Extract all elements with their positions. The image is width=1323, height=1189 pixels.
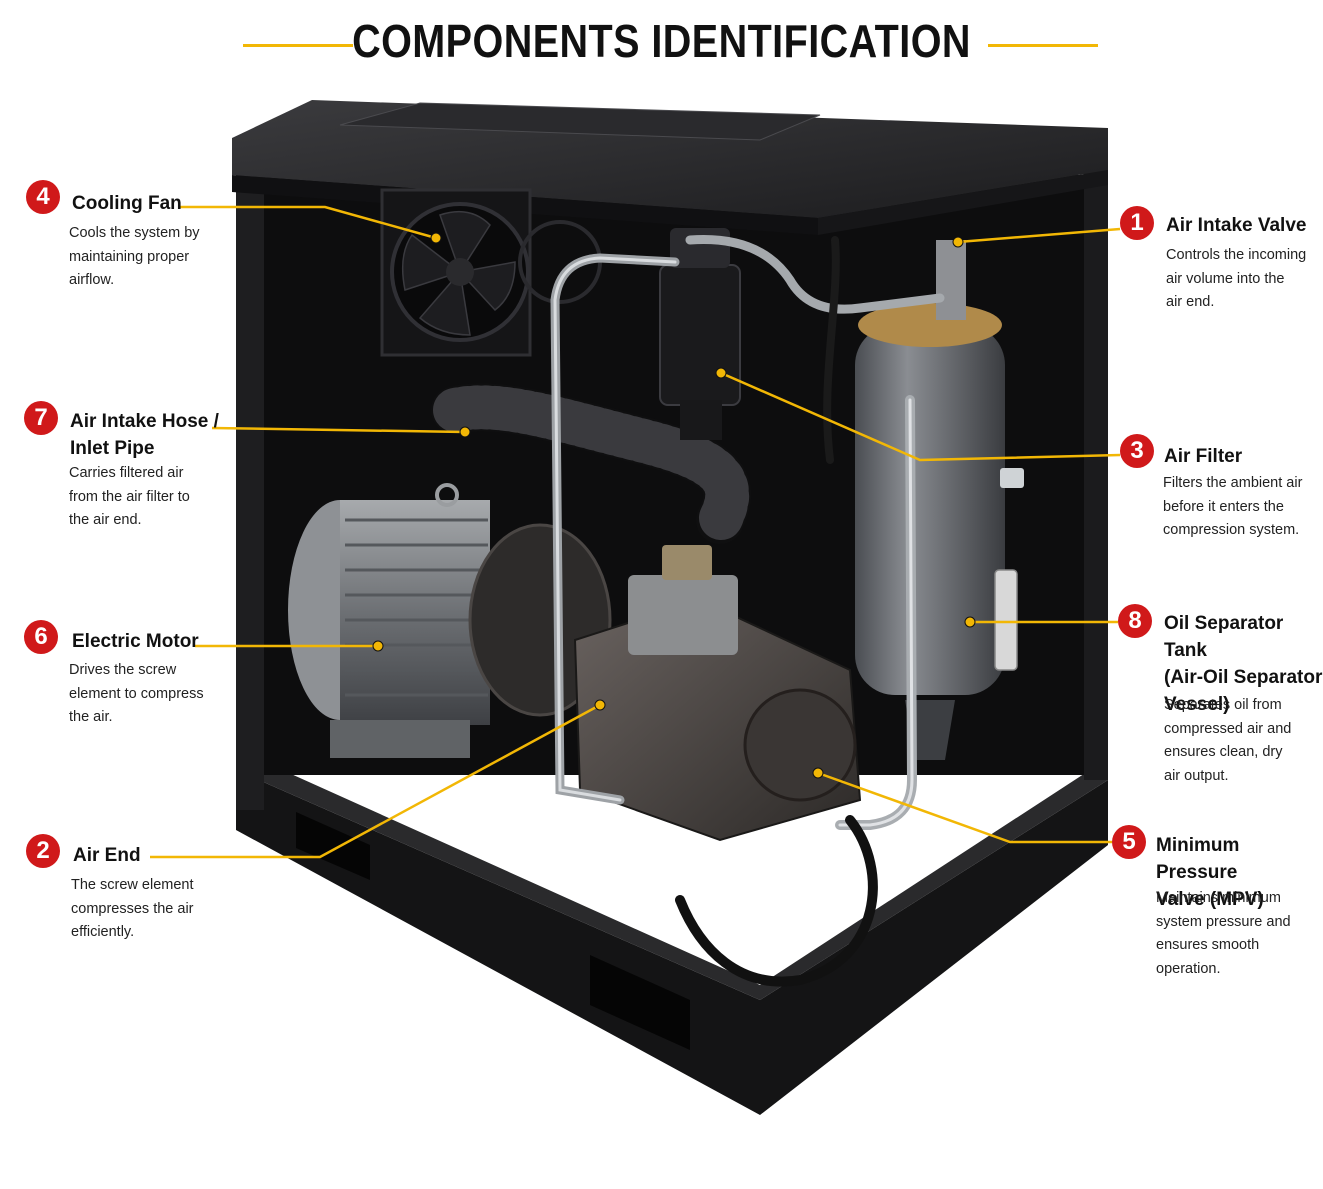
badge-oil-separator-tank: 8 (1118, 604, 1152, 638)
page-title: COMPONENTS IDENTIFICATION (352, 15, 971, 67)
desc-air-intake-hose: Carries filtered air from the air filter… (69, 465, 190, 528)
desc-air-filter: Filters the ambient air before it enters… (1163, 475, 1303, 538)
badge-air-filter: 3 (1120, 434, 1154, 468)
badge-air-intake-valve: 1 (1120, 206, 1154, 240)
oil-separator-tank-part (855, 240, 1024, 760)
air-end-part (573, 545, 862, 842)
label-air-end: Air End (73, 845, 141, 866)
label-air-intake-hose: Air Intake Hose / Inlet Pipe (70, 411, 219, 459)
leader-lines (150, 205, 1121, 859)
intake-hose-part (431, 383, 752, 544)
label-air-intake-valve: Air Intake Valve (1166, 215, 1307, 236)
desc-electric-motor: Drives the screw element to compress the… (69, 662, 204, 725)
badge-minimum-pressure-valve: 5 (1112, 825, 1146, 859)
title-rule-left (243, 44, 353, 47)
badge-air-end: 2 (26, 834, 60, 868)
label-cooling-fan: Cooling Fan (72, 193, 182, 214)
cooling-fan-part (380, 188, 602, 357)
title-rule-right (988, 44, 1098, 47)
badge-electric-motor: 6 (24, 620, 58, 654)
desc-oil-separator-tank: Separates oil from compressed air and en… (1164, 697, 1292, 784)
label-electric-motor: Electric Motor (72, 631, 199, 652)
desc-air-intake-valve: Controls the incoming air volume into th… (1166, 247, 1307, 310)
label-minimum-pressure-valve: Minimum Pressure Valve (MPV) (1156, 835, 1264, 910)
desc-minimum-pressure-valve: Maintains minimum system pressure and en… (1156, 890, 1291, 977)
label-oil-separator-tank: Oil Separator Tank (Air-Oil Separator Ve… (1164, 613, 1323, 715)
desc-cooling-fan: Cools the system by maintaining proper a… (69, 225, 200, 288)
desc-air-end: The screw element compresses the air eff… (71, 877, 194, 940)
badge-cooling-fan: 4 (26, 180, 60, 214)
label-air-filter: Air Filter (1164, 446, 1243, 467)
badge-air-intake-hose: 7 (24, 401, 58, 435)
stainless-piping (550, 235, 945, 987)
base-frame (236, 760, 1108, 1115)
leader-dots (372, 232, 976, 779)
